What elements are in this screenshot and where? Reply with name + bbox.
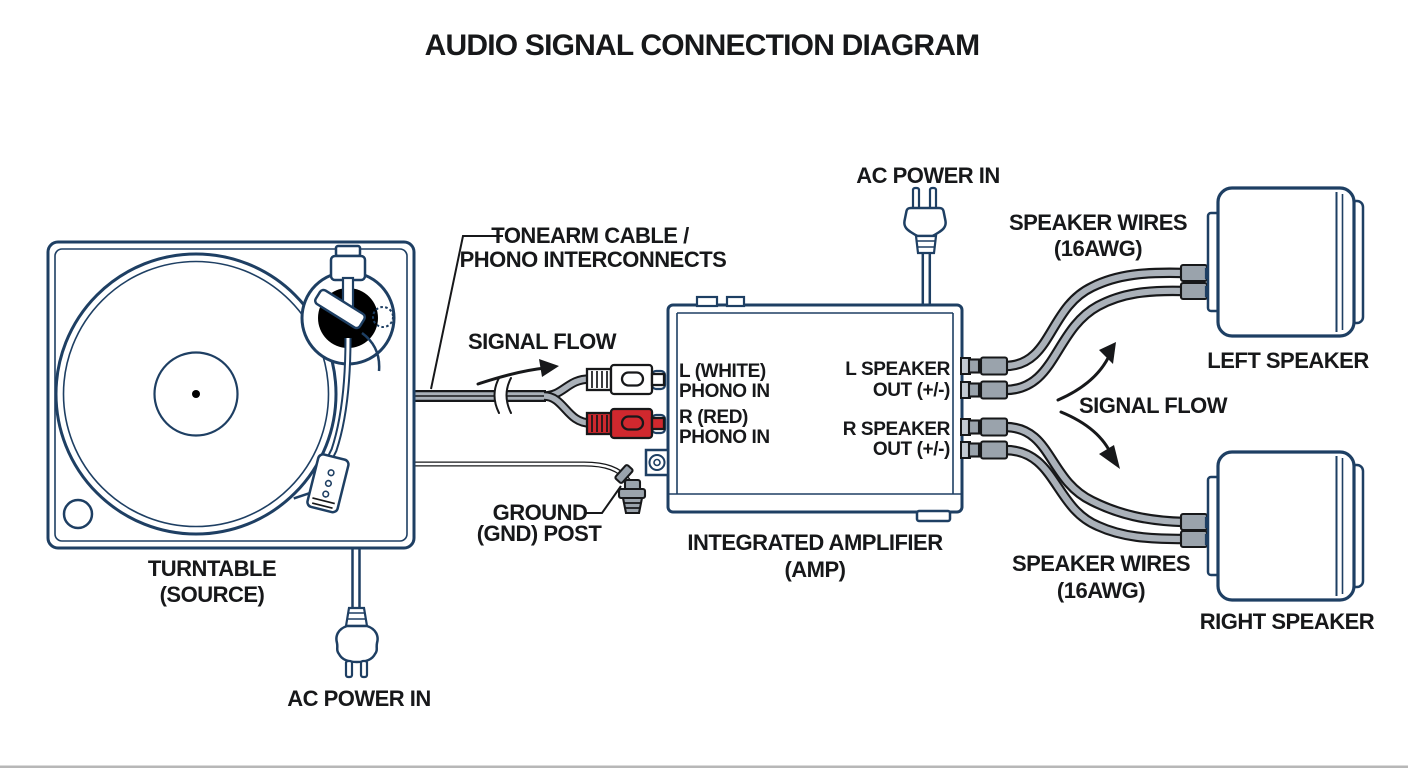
- cabinet: [1216, 450, 1356, 602]
- speaker-wires-top-label-line1: SPEAKER WIRES: [1009, 210, 1187, 235]
- tonearm-cable-label-line1: TONEARM CABLE /: [491, 223, 689, 248]
- plug-strain-relief: [914, 234, 938, 255]
- turntable-label-line1: TURNTABLE: [148, 556, 276, 581]
- signal-flow-arrow-up-right: [1056, 342, 1116, 402]
- amplifier-figure: [666, 295, 964, 523]
- amp-label-line2: (AMP): [784, 557, 845, 582]
- turntable-figure: [46, 240, 416, 679]
- speaker-out-right-line1: R SPEAKER: [843, 419, 951, 440]
- right-speaker-figure: [1204, 450, 1365, 602]
- speaker-wires-top-label-line2: (16AWG): [1054, 236, 1142, 261]
- phono-in-right-line1: R (RED): [679, 407, 748, 428]
- ground-label-line2: (GND) POST: [477, 521, 603, 546]
- rca-plug-white: [585, 363, 666, 396]
- counterweight-stub: [334, 244, 362, 258]
- left-speaker-figure: [1204, 186, 1365, 338]
- cable-break-mark: [493, 377, 512, 414]
- amp-body: [666, 303, 964, 514]
- plug-body: [335, 624, 379, 664]
- phono-in-left-line2: PHONO IN: [679, 381, 770, 402]
- speaker-wires-bottom-label-line2: (16AWG): [1057, 578, 1145, 603]
- bottom-edge-artifact: [0, 765, 1408, 768]
- plug-prong-left: [344, 659, 354, 679]
- counterweight: [329, 254, 367, 282]
- platter-inner-ring: [62, 260, 330, 528]
- amp-foot: [915, 509, 952, 523]
- spindle: [192, 390, 200, 398]
- speaker-out-left-line2: OUT (+/-): [873, 380, 950, 401]
- ground-post-cap: [617, 487, 647, 500]
- tonearm-cable-leader-line: [430, 235, 503, 390]
- right-speaker-label: RIGHT SPEAKER: [1200, 609, 1375, 634]
- speed-button: [62, 498, 94, 530]
- phono-in-right-line2: PHONO IN: [679, 427, 770, 448]
- cabinet: [1216, 186, 1356, 338]
- amp-inner-border: [668, 312, 962, 495]
- armrest-clip: [361, 331, 381, 372]
- ground-post-figure: [614, 448, 670, 515]
- ground-label-line1: GROUND: [493, 500, 588, 525]
- turntable-power-label: AC POWER IN: [287, 686, 431, 711]
- amp-top-tab-1: [695, 295, 719, 308]
- tonearm: [293, 244, 396, 514]
- turntable-label-line2: (SOURCE): [160, 582, 265, 607]
- turntable-power-cord: [335, 547, 379, 679]
- amp-power-cord: [903, 186, 947, 306]
- left-speaker-label: LEFT SPEAKER: [1207, 348, 1369, 373]
- ground-post-threads: [621, 496, 644, 515]
- signal-flow-arrow-down-right: [1059, 410, 1120, 469]
- amp-power-plug: [903, 186, 947, 255]
- amp-power-label: AC POWER IN: [856, 163, 1000, 188]
- plug-prong-right: [359, 659, 369, 679]
- speaker-out-right-line2: OUT (+/-): [873, 439, 950, 460]
- phono-in-left-line1: L (WHITE): [679, 361, 766, 382]
- signal-flow-label-right: SIGNAL FLOW: [1079, 393, 1228, 418]
- turntable-power-plug: [335, 606, 379, 679]
- plug-body: [903, 206, 947, 238]
- ground-lug-sleeve: [614, 464, 634, 484]
- rca-plug-red: [585, 407, 666, 440]
- amp-label-line1: INTEGRATED AMPLIFIER: [687, 530, 943, 555]
- phono-cable: [412, 378, 590, 423]
- signal-flow-label-left: SIGNAL FLOW: [468, 329, 617, 354]
- page-title: AUDIO SIGNAL CONNECTION DIAGRAM: [425, 29, 980, 62]
- speaker-wires-bottom-label-line1: SPEAKER WIRES: [1012, 551, 1190, 576]
- amp-top-tab-2: [725, 295, 746, 308]
- speaker-out-left-line1: L SPEAKER: [845, 359, 950, 380]
- plug-prong-right: [928, 186, 938, 211]
- amp-speaker-posts: [960, 357, 981, 459]
- wire-connectors: [979, 263, 1209, 549]
- tonearm-cable-label-line2: PHONO INTERCONNECTS: [460, 247, 727, 272]
- anti-skate-dial: [372, 306, 394, 328]
- cue-lever: [313, 288, 367, 330]
- cartridge: [293, 453, 350, 514]
- signal-flow-arrow-left: [476, 359, 559, 386]
- plug-strain-relief: [344, 606, 369, 628]
- ground-leader-line: [585, 485, 622, 514]
- plug-prong-left: [911, 186, 921, 211]
